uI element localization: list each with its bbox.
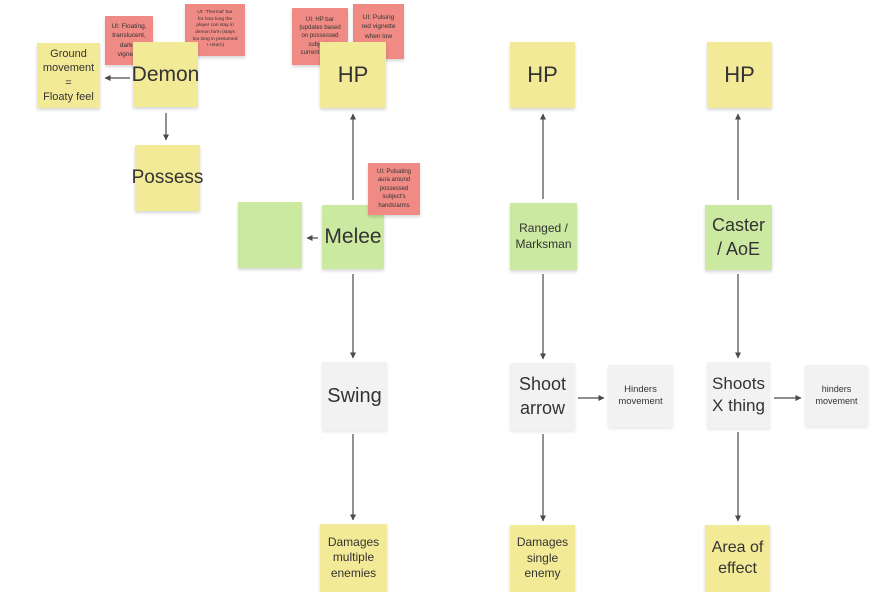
sticky-note-hinders-movement-ranged[interactable]: Hinders movement — [608, 365, 673, 427]
sticky-note-hinders-movement-caster[interactable]: hinders movement — [805, 365, 868, 426]
sticky-note-melee[interactable]: Melee — [322, 205, 384, 269]
sticky-note-area-of-effect[interactable]: Area of effect — [705, 525, 770, 592]
sticky-note-damages-multiple[interactable]: Damages multiple enemies — [320, 524, 387, 592]
sticky-note-hp-ranged[interactable]: HP — [510, 42, 575, 108]
sticky-note-ranged-marksman[interactable]: Ranged / Marksman — [510, 203, 577, 270]
sticky-note-possess[interactable]: Possess — [132, 145, 203, 211]
sticky-note-damages-single[interactable]: Damages single enemy — [510, 525, 575, 592]
sticky-note-demon[interactable]: Demon — [132, 42, 199, 107]
sticky-note-ui-pulsating-aura[interactable]: UI: Pulsating aura around possessed subj… — [368, 163, 420, 215]
sticky-note-hp-melee[interactable]: HP — [320, 42, 386, 108]
sticky-note-blank[interactable] — [238, 202, 302, 268]
sticky-note-hp-caster[interactable]: HP — [707, 42, 772, 108]
sticky-note-ground-movement[interactable]: Ground movement = Floaty feel — [37, 43, 100, 108]
sticky-note-ui-thermal-bar[interactable]: UI: 'Thermal' bar for how long the playe… — [185, 4, 245, 56]
sticky-note-shoot-arrow[interactable]: Shoot arrow — [510, 363, 575, 430]
sticky-note-shoots-x-thing[interactable]: Shoots X thing — [707, 362, 770, 428]
sticky-note-caster-aoe[interactable]: Caster / AoE — [705, 205, 772, 270]
sticky-note-swing[interactable]: Swing — [322, 362, 387, 430]
